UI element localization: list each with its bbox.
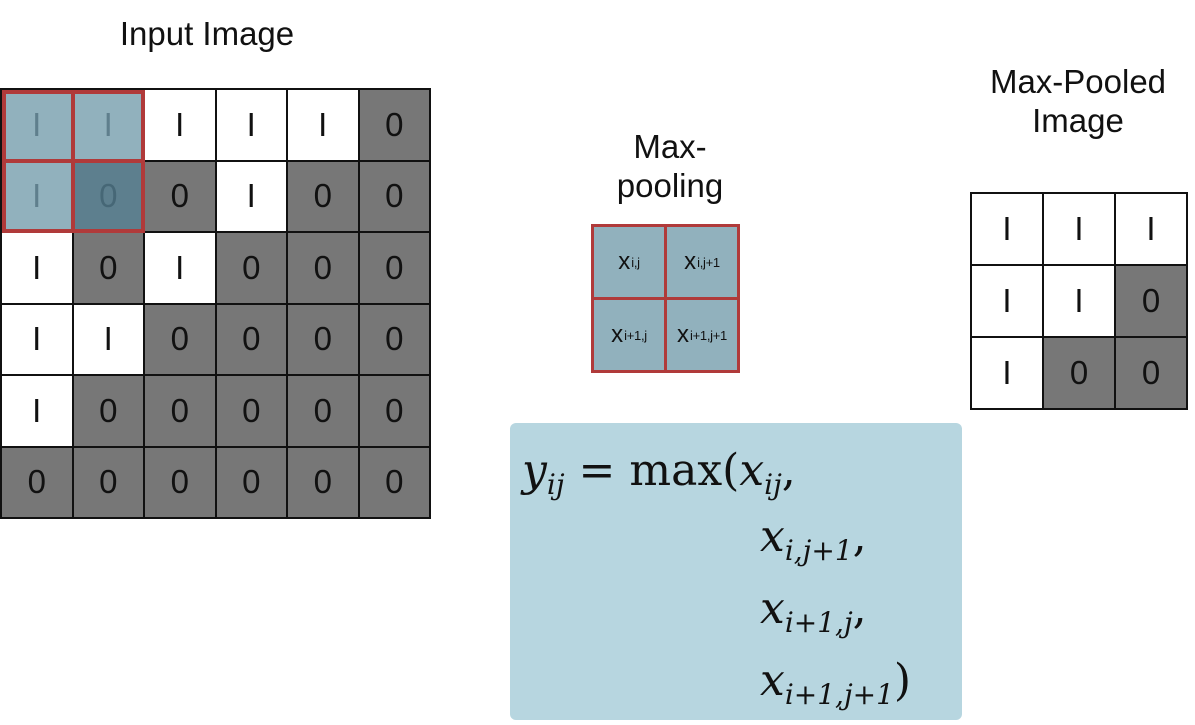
pooled-cell: 0 (1116, 266, 1186, 336)
formula-term-sub: i,j+1 (784, 534, 853, 567)
pool-cell-var: x (677, 321, 690, 348)
formula-lhs-sub: ij (546, 468, 565, 501)
input-cell: I (145, 233, 215, 303)
pooled-cell: I (1116, 194, 1186, 264)
formula-line-2: xi,j+1, (760, 511, 867, 567)
max-pooled-title-line1: Max-Pooled (989, 63, 1167, 100)
formula-line-4: xi+1,j+1) (760, 655, 911, 711)
input-cell: 0 (216, 447, 286, 517)
pooled-cell: 0 (1044, 338, 1114, 408)
input-cell: I (216, 161, 286, 231)
pool-cell-index: i,j+1 (697, 254, 720, 270)
input-cell: 0 (2, 447, 72, 517)
input-cell: 0 (359, 304, 429, 374)
input-cell: 0 (216, 233, 286, 303)
formula-equals: = (578, 445, 616, 496)
formula-term-sub: ij (764, 468, 782, 501)
input-cell: I (216, 90, 286, 160)
max-pooling-formula: yij=max(xij, xi,j+1, xi+1,j, xi+1,j+1) (510, 423, 962, 720)
pooled-cell: I (1044, 266, 1114, 336)
input-cell: 0 (359, 161, 429, 231)
pooled-cell: I (972, 194, 1042, 264)
formula-term-sub: i+1,j (784, 606, 853, 639)
formula-term-base: x (760, 511, 785, 562)
formula-term-trail: , (852, 511, 867, 562)
input-cell: 0 (359, 233, 429, 303)
pooled-cell: I (972, 266, 1042, 336)
input-cell: 0 (73, 233, 143, 303)
input-cell: 0 (73, 447, 143, 517)
pooled-cell: I (972, 338, 1042, 408)
pool-cell-var: x (611, 321, 624, 348)
input-cell: 0 (288, 161, 358, 231)
pooled-cell: 0 (1116, 338, 1186, 408)
input-cell: I (2, 90, 72, 160)
formula-func: max( (629, 445, 740, 496)
input-cell: 0 (359, 447, 429, 517)
pool-cell-index: i+1,j (624, 327, 647, 343)
input-cell: I (2, 376, 72, 446)
formula-term-trail: ) (893, 655, 912, 706)
formula-term-trail: , (852, 583, 867, 634)
input-cell: 0 (216, 376, 286, 446)
input-image-title: Input Image (119, 15, 295, 52)
max-pooled-image-title: Max-Pooled Image (960, 63, 1195, 140)
input-cell: 0 (73, 376, 143, 446)
input-cell: I (73, 304, 143, 374)
input-cell: I (2, 161, 72, 231)
input-cell: 0 (359, 90, 429, 160)
input-cell: I (288, 90, 358, 160)
formula-term-trail: , (781, 445, 796, 496)
input-cell: 0 (145, 304, 215, 374)
input-cell: I (73, 90, 143, 160)
formula-term-base: x (739, 445, 765, 496)
input-cell: 0 (359, 376, 429, 446)
formula-term-base: x (760, 583, 785, 634)
formula-line-1: yij=max(xij, (522, 445, 796, 501)
pool-cell-index: i+1,j+1 (690, 327, 727, 343)
formula-term-base: x (760, 655, 785, 706)
input-cell: 0 (288, 233, 358, 303)
input-cell: 0 (145, 447, 215, 517)
pool-cell-index: i,j (631, 254, 640, 270)
formula-lhs: y (522, 445, 547, 496)
max-pooling-title: Max- pooling (570, 128, 770, 205)
input-cell: I (2, 304, 72, 374)
input-cell: I (145, 90, 215, 160)
pool-cell-var: x (618, 248, 631, 275)
input-cell: I (2, 233, 72, 303)
input-cell: 0 (288, 304, 358, 374)
input-cell: 0 (145, 161, 215, 231)
formula-term-sub: i+1,j+1 (784, 678, 894, 711)
pool-cell-var: x (684, 248, 697, 275)
max-pooling-title-line2: pooling (616, 166, 724, 204)
input-cell: 0 (73, 161, 143, 231)
input-cell: 0 (145, 376, 215, 446)
max-pooling-title-line1: Max- (633, 128, 707, 165)
input-cell: 0 (216, 304, 286, 374)
formula-line-3: xi+1,j, (760, 583, 867, 639)
input-cell: 0 (288, 447, 358, 517)
input-cell: 0 (288, 376, 358, 446)
pooled-cell: I (1044, 194, 1114, 264)
max-pooled-title-line2: Image (1032, 101, 1124, 139)
